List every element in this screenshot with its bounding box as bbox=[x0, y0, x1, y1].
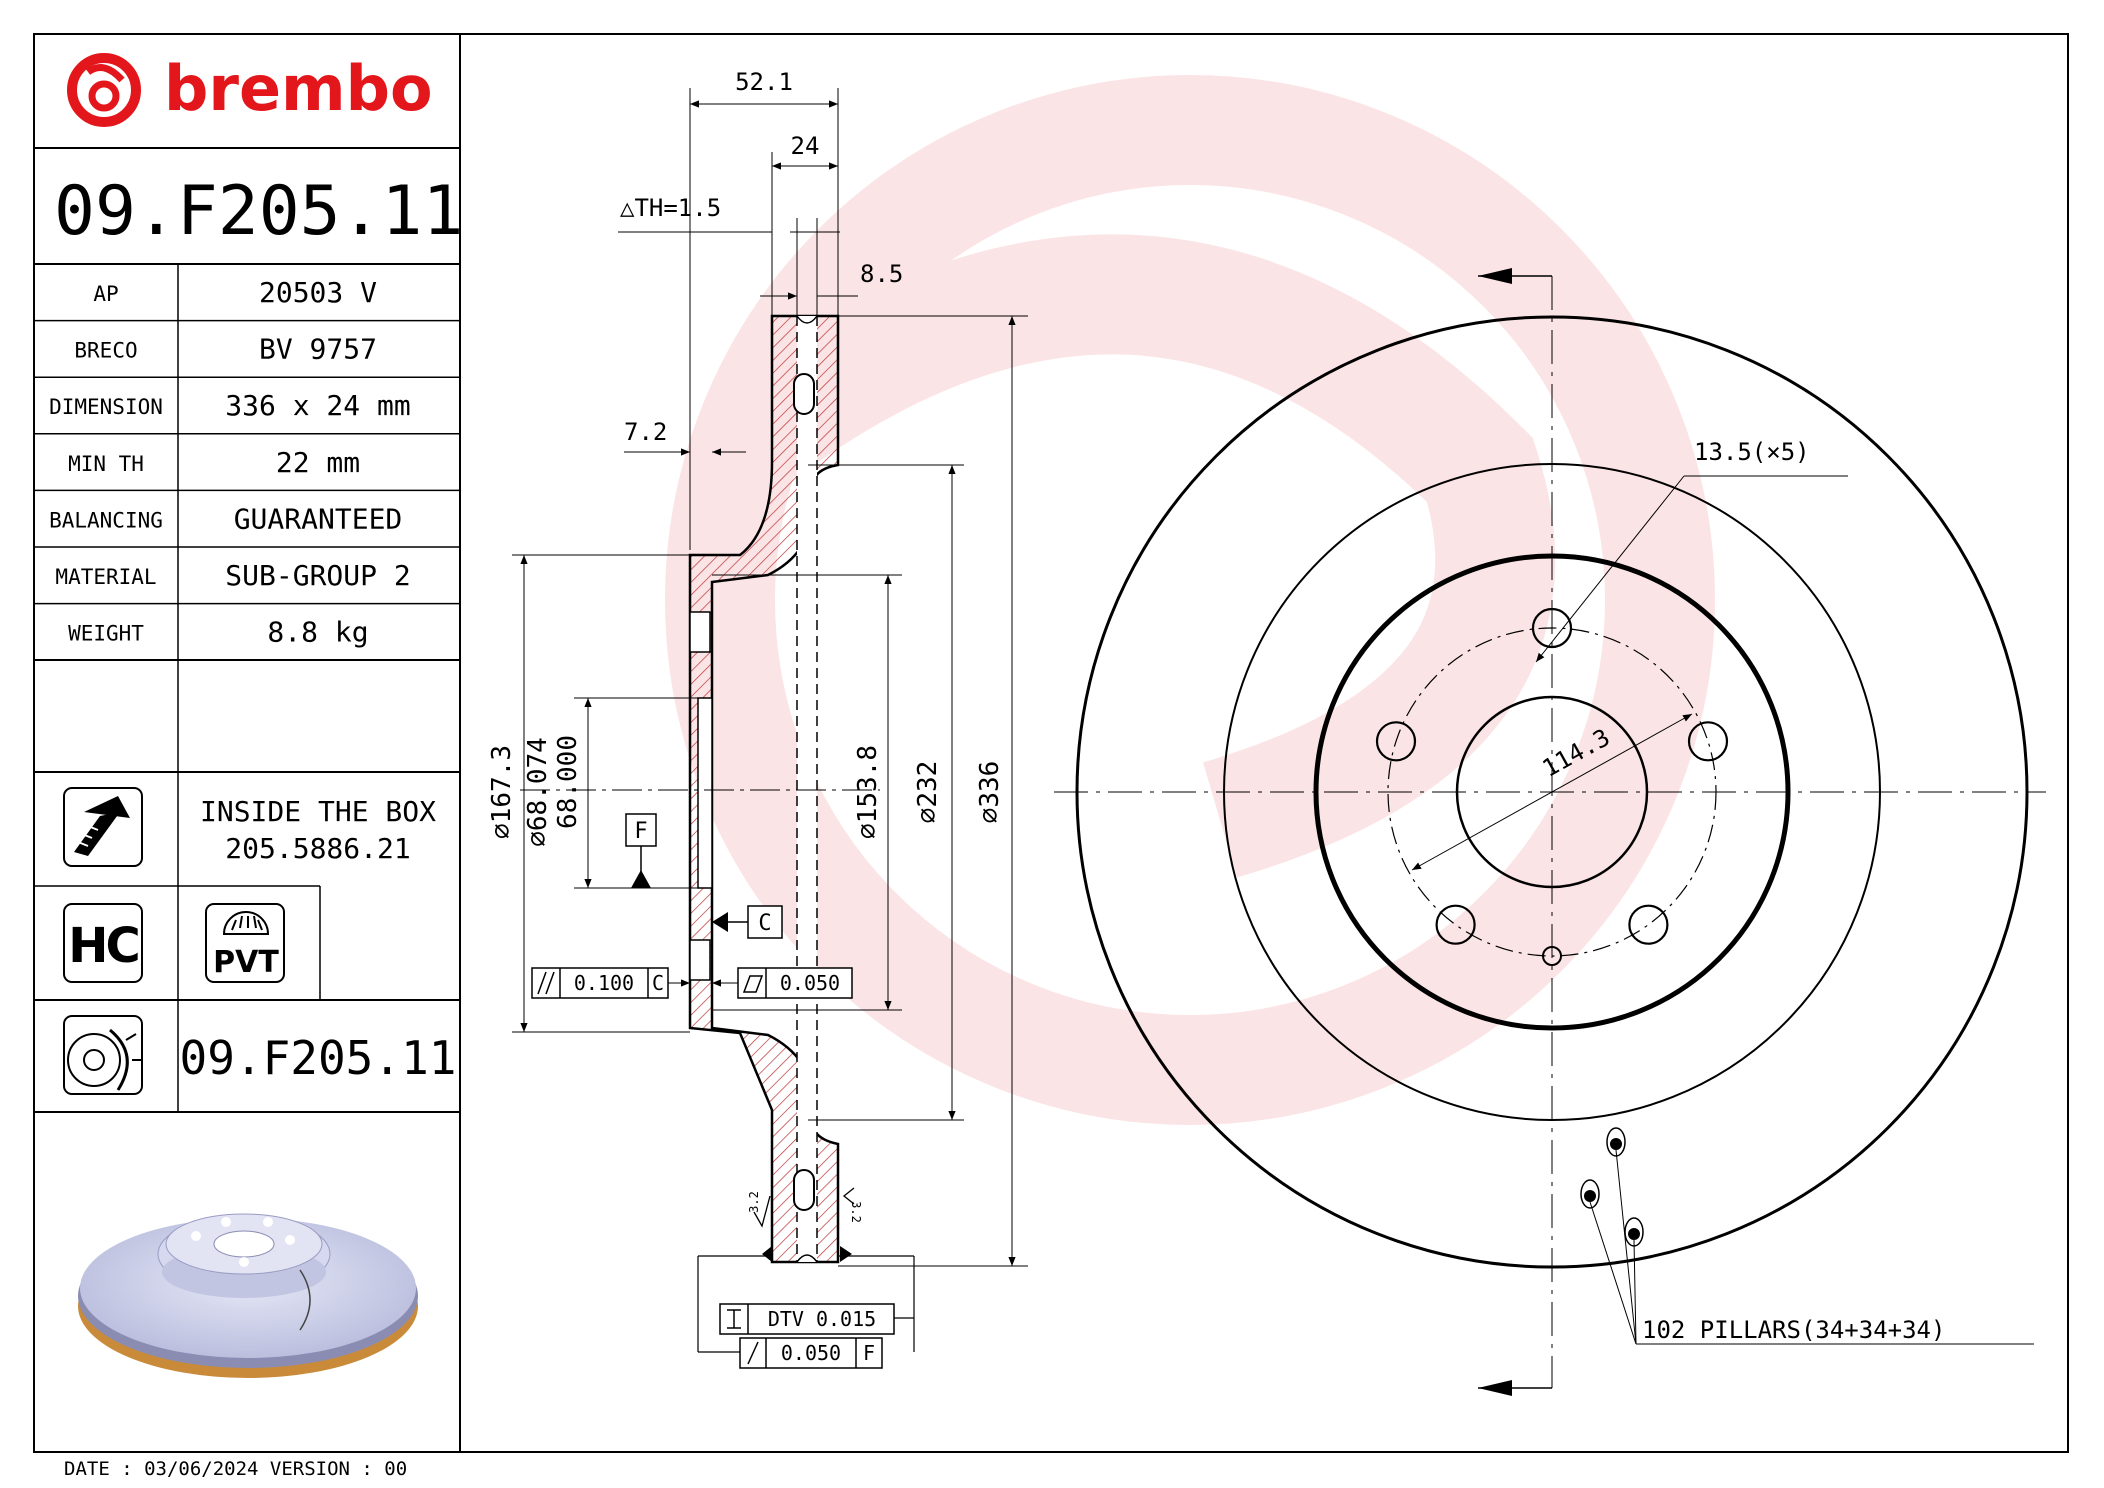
dtv-frame: DTV 0.015 bbox=[697, 1246, 915, 1353]
dim-vane-width: 8.5 bbox=[860, 260, 903, 288]
spec-label: BALANCING bbox=[49, 508, 163, 532]
roughness-left: 3.2 bbox=[747, 1191, 761, 1213]
inside-box-label: INSIDE THE BOX bbox=[200, 795, 436, 828]
part-number-title: 09.F205.11 bbox=[54, 172, 463, 251]
spec-value: 20503 V bbox=[259, 276, 377, 309]
dim-overall-width: 52.1 bbox=[735, 68, 793, 96]
parallel-ref: C bbox=[652, 971, 664, 995]
dim-d167: ⌀167.3 bbox=[487, 745, 517, 839]
spec-label: WEIGHT bbox=[68, 622, 144, 646]
dim-d68-max: ⌀68.074 bbox=[523, 737, 553, 847]
flatness-frame: 0.050 bbox=[712, 967, 853, 999]
flat-tol: 0.050 bbox=[780, 971, 840, 995]
runout-ref: F bbox=[863, 1341, 875, 1365]
spec-row: AP 20503 V bbox=[34, 276, 460, 322]
disc-render-image bbox=[78, 1213, 418, 1378]
parallelism-frame: 0.100 C bbox=[531, 967, 690, 999]
spec-row: WEIGHT 8.8 kg bbox=[68, 616, 369, 649]
footer-date-version: DATE : 03/06/2024 VERSION : 00 bbox=[64, 1458, 408, 1480]
dim-th-tolerance: △TH=1.5 bbox=[620, 194, 721, 222]
dim-offset: 7.2 bbox=[624, 418, 667, 446]
part-number-small: 09.F205.11 bbox=[180, 1031, 457, 1085]
spec-value: BV 9757 bbox=[259, 333, 377, 366]
spec-label: MATERIAL bbox=[55, 565, 156, 589]
runout-tol: 0.050 bbox=[781, 1341, 841, 1365]
spec-value: SUB-GROUP 2 bbox=[225, 559, 410, 592]
screw-icon bbox=[63, 787, 143, 867]
dim-d153: ⌀153.8 bbox=[853, 745, 883, 839]
spec-value: GUARANTEED bbox=[234, 502, 403, 535]
bolt-hole bbox=[1435, 904, 1476, 945]
datum-f: F bbox=[625, 813, 657, 888]
hc-badge-icon: HC bbox=[63, 903, 143, 983]
dim-d68-min: 68.000 bbox=[553, 735, 583, 829]
datum-c: C bbox=[712, 905, 783, 939]
title-block: brembo 09.F205.11 AP 20503 V BRECO BV 9757D… bbox=[34, 52, 463, 1378]
bolt-hole bbox=[1628, 904, 1669, 945]
datum-c-label: C bbox=[758, 911, 771, 936]
dim-thickness: 24 bbox=[791, 132, 820, 160]
locator-hole bbox=[1542, 946, 1562, 966]
parallel-tol: 0.100 bbox=[574, 971, 634, 995]
spec-row: DIMENSION 336 x 24 mm bbox=[34, 389, 460, 435]
roughness-right: 3.2 bbox=[849, 1201, 863, 1223]
dim-d336: ⌀336 bbox=[975, 761, 1005, 824]
spec-label: BRECO bbox=[74, 339, 137, 363]
roughness-symbols: 3.2 3.2 bbox=[747, 1187, 863, 1228]
spec-row: MATERIAL SUB-GROUP 2 bbox=[34, 559, 460, 605]
pillars: 102 PILLARS(34+34+34) bbox=[1580, 1127, 2034, 1345]
brembo-logo: brembo bbox=[67, 52, 433, 127]
dtv-value: DTV 0.015 bbox=[768, 1307, 876, 1331]
dim-bolt-holes: 13.5(×5) bbox=[1694, 438, 1810, 466]
spec-label: AP bbox=[93, 282, 118, 306]
spec-label: DIMENSION bbox=[49, 395, 163, 419]
spec-value: 22 mm bbox=[276, 446, 360, 479]
sheet-border bbox=[33, 33, 2069, 1453]
dim-d232: ⌀232 bbox=[913, 761, 943, 824]
spec-label: MIN TH bbox=[68, 452, 144, 476]
spec-value: 8.8 kg bbox=[267, 616, 368, 649]
bolt-hole bbox=[1531, 607, 1573, 649]
disc-profile-icon bbox=[63, 1015, 143, 1095]
datum-f-label: F bbox=[634, 819, 647, 844]
pvt-badge-label: PVT bbox=[213, 945, 279, 980]
pvt-badge-icon: PVT bbox=[205, 903, 285, 983]
spec-row: BRECO BV 9757 bbox=[34, 333, 460, 378]
spec-row: BALANCING GUARANTEED bbox=[34, 502, 460, 548]
runout-frame: 0.050 F bbox=[739, 1337, 883, 1369]
spec-value: 336 x 24 mm bbox=[225, 389, 410, 422]
section-view: 52.1 24 △TH=1.5 8.5 7.2 ⌀167.3 ⌀68.074 6… bbox=[487, 68, 1028, 1369]
front-view: 114.3 13.5(×5) 102 PILLARS(34+34+34) bbox=[1054, 268, 2046, 1396]
hc-badge-label: HC bbox=[68, 918, 138, 974]
dim-pillars: 102 PILLARS(34+34+34) bbox=[1642, 1316, 1945, 1344]
spec-row: MIN TH 22 mm bbox=[34, 446, 460, 492]
brand-name: brembo bbox=[164, 52, 433, 125]
inside-box-code: 205.5886.21 bbox=[225, 832, 410, 865]
